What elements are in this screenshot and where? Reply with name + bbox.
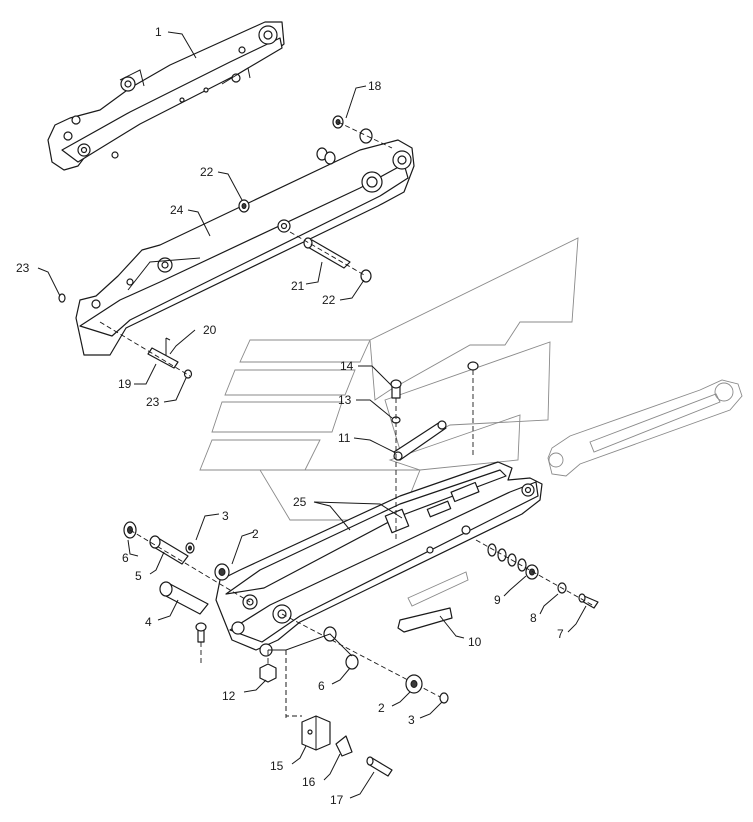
callout-15: 15 [270,759,284,773]
nut-part-12 [195,622,277,683]
callout-24: 24 [170,203,184,217]
watermark-logo [199,237,579,521]
callout-6-lower: 6 [318,679,325,693]
lower-boom-part-25 [215,461,543,657]
link-plate-part-11 [393,420,447,461]
washer-part-3-right [439,692,449,704]
block-part-15 [301,715,331,751]
callout-labels: 1 18 22 24 23 21 22 20 19 23 14 13 11 25… [16,25,564,807]
callout-3-lower: 3 [408,713,415,727]
callout-8: 8 [530,611,537,625]
callout-22-lower: 22 [322,293,336,307]
plate-part-10 [397,571,469,633]
bush-part-2-left [214,563,230,581]
axis-line-block-2 [285,650,302,717]
bolt-part-7 [475,539,599,609]
callout-1: 1 [155,25,162,39]
bush-part-6-right [323,626,359,670]
callout-7: 7 [557,627,564,641]
bolt-part-14 [390,379,402,540]
bolt-right-ghost [467,361,479,455]
callout-16: 16 [302,775,316,789]
axis-line-left [129,529,251,603]
callout-14: 14 [340,359,354,373]
callout-25: 25 [293,495,307,509]
pin-part-17 [366,756,393,777]
callout-12: 12 [222,689,236,703]
middle-boom-part-24 [75,139,415,356]
washer-part-3-left [185,542,195,554]
callout-5: 5 [135,569,142,583]
bush-part-22-upper [238,199,250,213]
callout-6-upper: 6 [122,551,129,565]
callout-10: 10 [468,635,482,649]
callout-9: 9 [494,593,501,607]
callout-19: 19 [118,377,132,391]
pin-part-21 [289,231,372,283]
plate-part-16 [335,735,353,757]
callout-23-left: 23 [16,261,30,275]
pin-part-23-left [58,293,66,303]
pin-part-4 [159,581,209,615]
bush-part-2-right [405,674,423,694]
callout-11: 11 [338,431,351,445]
callout-2-lower: 2 [378,701,385,715]
pin-part-5 [149,535,189,565]
callout-3-upper: 3 [222,509,229,523]
callout-20: 20 [203,323,217,337]
spacers-part-9 [487,543,539,580]
callout-17: 17 [330,793,344,807]
upper-boom-part-1 [47,21,285,171]
pin-part-19 [99,321,193,379]
callout-23-lower: 23 [146,395,160,409]
callout-22-upper: 22 [200,165,214,179]
hydraulic-cylinder-ghost [547,379,743,477]
callout-4: 4 [145,615,152,629]
callout-21: 21 [291,279,305,293]
callout-18: 18 [368,79,382,93]
washers-part-18 [316,115,393,165]
callout-2-upper: 2 [252,527,259,541]
leader-lines [37,31,587,799]
callout-13: 13 [338,393,352,407]
